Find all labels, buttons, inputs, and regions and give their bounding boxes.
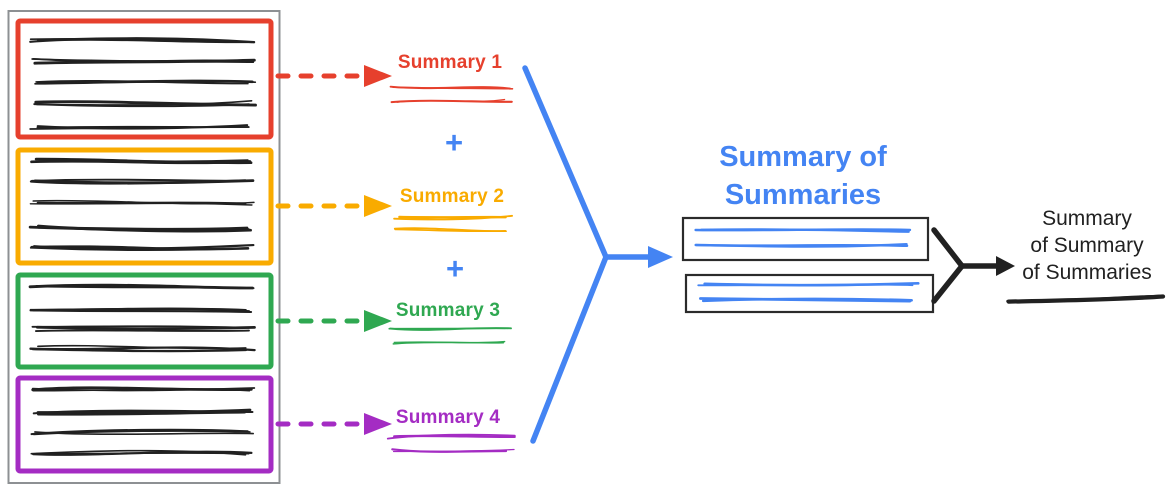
chunk-3-to-summary-arrow [275, 310, 392, 332]
summary-1-label: Summary 1 [397, 52, 503, 73]
plus-operator-1: + [444, 125, 464, 160]
chunk-4-to-summary-arrow [275, 413, 392, 435]
arrowhead-icon [364, 65, 392, 87]
summary-4-scribble [386, 433, 516, 453]
chunk-2-to-summary-arrow [275, 195, 392, 217]
summary-of-summaries-title-line-2: Summaries [724, 179, 882, 211]
document-chunk-2-box [15, 147, 274, 266]
final-merge-arrow [931, 227, 1015, 304]
arrowhead-icon [364, 413, 392, 435]
summary-of-summaries-scribble-2 [697, 281, 920, 303]
summary-1-scribble [389, 85, 514, 104]
arrowhead-icon [364, 310, 392, 332]
document-chunk-1-box [15, 18, 274, 140]
arrowhead-icon [648, 246, 673, 268]
arrowhead-icon [364, 195, 392, 217]
chunk-4-text-scribbles [30, 386, 256, 456]
final-summary-label: Summary of Summary of Summaries [1012, 205, 1162, 286]
summary-of-summaries-title: Summary of Summaries [688, 138, 918, 214]
chunk-1-text-scribbles [29, 37, 257, 130]
arrowhead-icon [996, 256, 1015, 276]
document-page-outline [7, 10, 281, 484]
chunk-3-text-scribbles [28, 283, 256, 353]
chunk-1-to-summary-arrow [275, 65, 392, 87]
summary-3-scribble [388, 327, 512, 345]
final-summary-line-2: of Summary [1030, 234, 1144, 257]
summary-3-label: Summary 3 [395, 300, 501, 321]
summary-2-label: Summary 2 [399, 186, 505, 207]
summary-of-summaries-box-2 [684, 273, 935, 314]
summary-2-scribble [393, 214, 514, 233]
document-chunk-4-box [15, 375, 274, 474]
summaries-merge-arrow [522, 65, 673, 444]
plus-operator-2: + [445, 251, 465, 286]
summary-of-summaries-scribble-1 [694, 228, 912, 248]
document-chunk-3-box [15, 272, 274, 370]
final-summary-scribble [1006, 294, 1166, 304]
final-summary-line-3: of Summaries [1022, 261, 1152, 284]
final-summary-line-1: Summary [1042, 207, 1132, 230]
summary-of-summaries-title-line-1: Summary of [719, 141, 887, 173]
summary-4-label: Summary 4 [395, 407, 501, 428]
summary-of-summaries-box-1 [681, 216, 930, 262]
chunk-2-text-scribbles [28, 157, 255, 252]
